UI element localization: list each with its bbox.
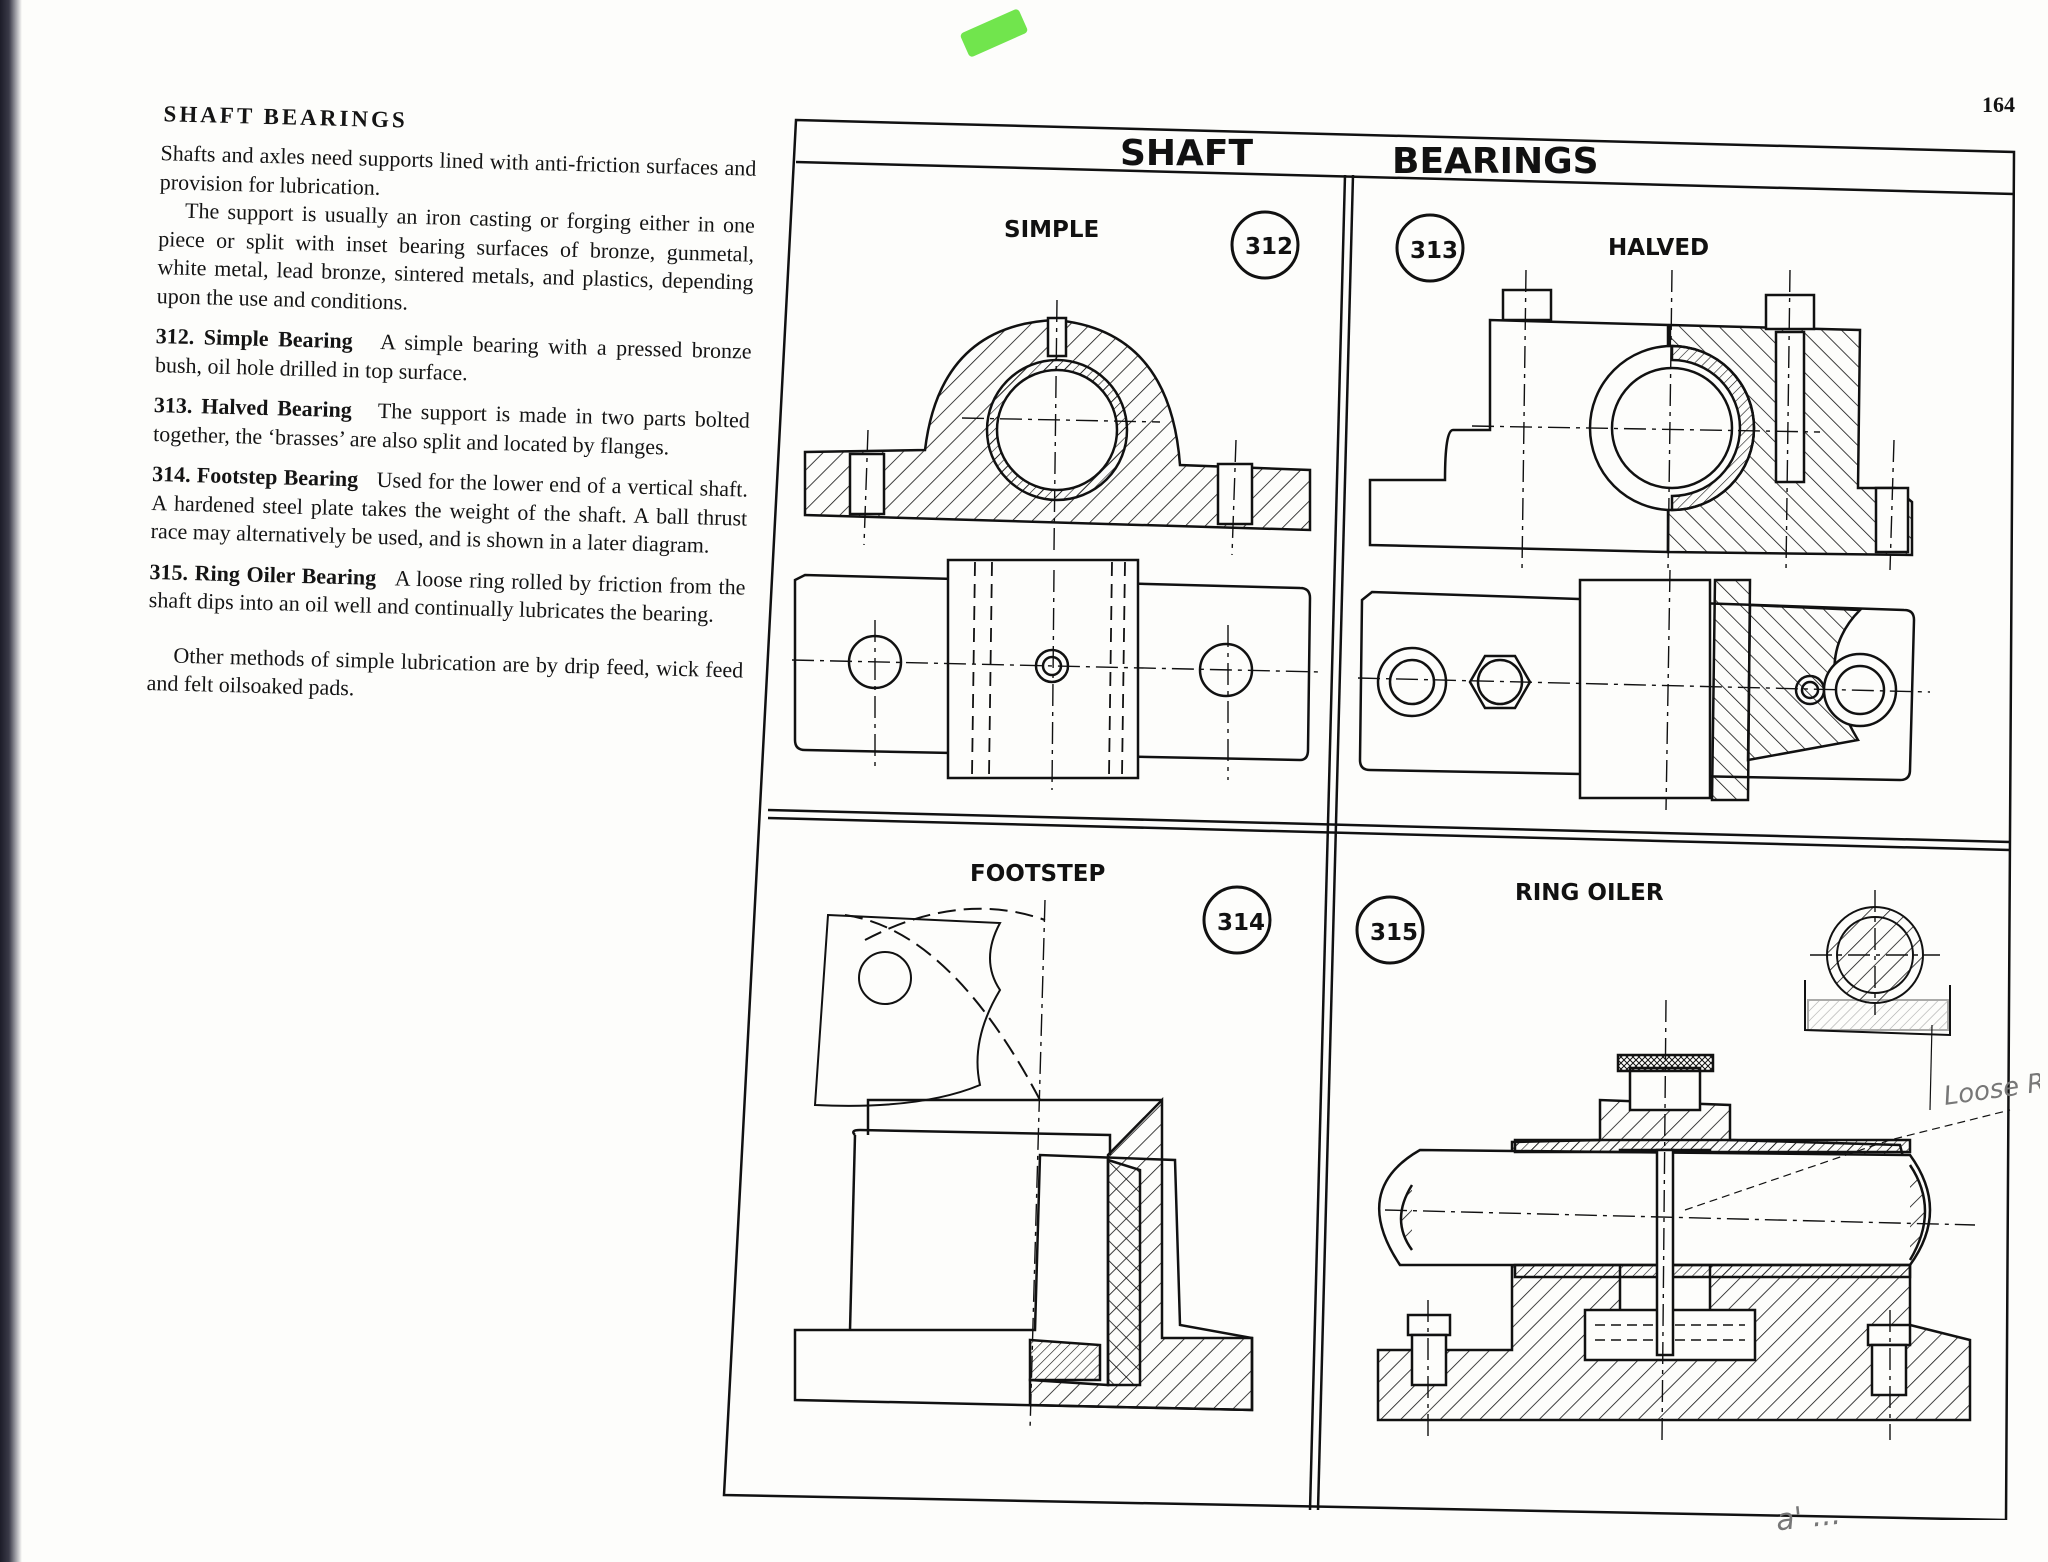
item-heading: 314. Footstep Bearing	[151, 461, 359, 492]
panel-simple: SIMPLE 312	[791, 210, 1321, 791]
item-312: 312. Simple Bearing A simple bearing wit…	[155, 322, 752, 395]
closing-paragraph: Other methods of simple lubrication are …	[146, 642, 744, 701]
plate-title-left: SHAFT	[1120, 133, 1254, 174]
handwritten-scribble: a' ...	[1774, 1496, 1843, 1539]
panel-ring-oiler: 315 RING OILER	[1355, 880, 2040, 1441]
panel-number: 315	[1370, 920, 1418, 946]
plate-svg: SHAFT BEARINGS SIMPLE 312	[722, 118, 2040, 1520]
ring-oiler-section	[1376, 999, 2011, 1441]
halved-elevation	[1368, 269, 1914, 571]
simple-plan	[791, 558, 1321, 791]
text-column: SHAFT BEARINGS Shafts and axles need sup…	[102, 98, 758, 725]
panel-number-circle	[1355, 895, 1425, 965]
panel-label: SIMPLE	[1004, 217, 1099, 243]
panel-number-circle	[1395, 213, 1465, 283]
plate-title-right: BEARINGS	[1392, 141, 1599, 182]
panel-number-circle	[1202, 885, 1272, 955]
item-313: 313. Halved Bearing The support is made …	[153, 391, 750, 464]
footstep-detail-view	[813, 907, 1046, 1107]
highlight-sticker	[959, 8, 1029, 58]
panel-halved: 313 HALVED	[1357, 213, 1931, 811]
intro-paragraph-2: The support is usually an iron casting o…	[156, 197, 756, 315]
item-heading: 313. Halved Bearing	[153, 392, 353, 423]
footstep-section	[793, 899, 1254, 1431]
panel-label: FOOTSTEP	[970, 861, 1105, 887]
panel-label: RING OILER	[1515, 880, 1664, 906]
panel-number: 312	[1245, 234, 1293, 260]
panel-number: 314	[1217, 910, 1265, 936]
item-heading: 315. Ring Oiler Bearing	[149, 558, 377, 590]
page-number: 164	[1982, 92, 2015, 117]
panel-number-circle	[1230, 210, 1300, 280]
halved-plan	[1357, 569, 1931, 811]
binding-shadow	[0, 0, 22, 1562]
item-heading: 312. Simple Bearing	[155, 323, 354, 354]
item-314: 314. Footstep Bearing Used for the lower…	[150, 460, 748, 561]
item-315: 315. Ring Oiler Bearing A loose ring rol…	[148, 557, 746, 630]
panel-number: 313	[1410, 238, 1458, 264]
simple-elevation	[803, 299, 1312, 556]
section-title: SHAFT BEARINGS	[163, 101, 409, 133]
handwritten-annotation: Loose Ring	[1942, 1062, 2040, 1112]
panel-footstep: FOOTSTEP 314	[793, 861, 1272, 1431]
plate-frame	[722, 118, 2016, 1520]
drawing-plate: SHAFT BEARINGS SIMPLE 312	[700, 100, 2040, 1520]
ring-detail-view	[1804, 890, 1951, 1037]
panel-label: HALVED	[1608, 235, 1709, 261]
